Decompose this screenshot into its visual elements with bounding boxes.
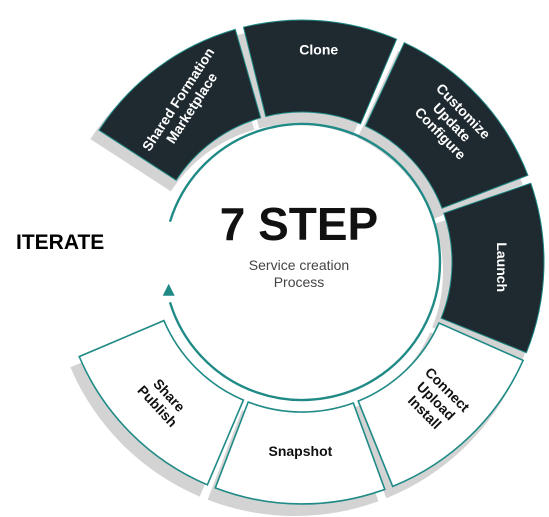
segment-customize (364, 42, 529, 209)
step-label-snapshot: Snapshot (269, 443, 333, 459)
step-label-line: Snapshot (269, 443, 333, 459)
segment-share (78, 319, 245, 486)
inner-ring-arc (168, 122, 442, 402)
inner-ring (162, 122, 442, 402)
ring-arrowhead-icon (162, 283, 175, 296)
segment-snapshot (214, 400, 386, 505)
iterate-label: ITERATE (16, 231, 104, 254)
center-subtitle-line1: Service creation (249, 257, 349, 273)
segment-clone (242, 19, 398, 125)
segment-launch (440, 182, 545, 354)
step-label-line: Launch (494, 242, 510, 292)
segment-shared (98, 28, 262, 181)
cycle-segments (78, 19, 545, 505)
segment-connect (357, 321, 525, 488)
center-subtitle-line2: Process (274, 274, 325, 290)
step-label-clone: Clone (299, 42, 338, 58)
center-title: 7 STEP (220, 198, 379, 250)
step-label-line: Clone (299, 42, 338, 58)
step-label-launch: Launch (494, 242, 510, 292)
